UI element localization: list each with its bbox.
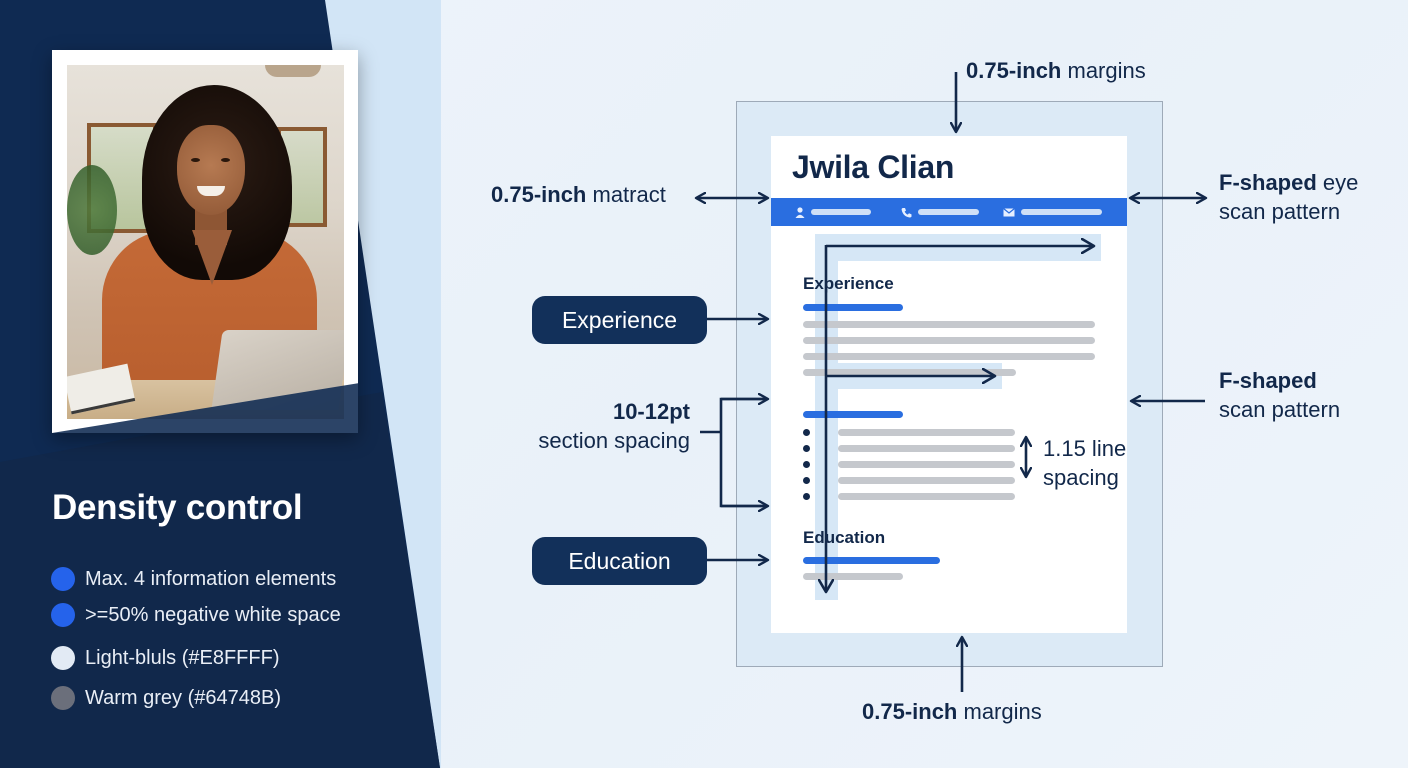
text-line — [838, 445, 1015, 452]
text-line — [803, 573, 903, 580]
text-line — [803, 353, 1095, 360]
bullet-icon — [803, 461, 810, 468]
side-margin-label: 0.75-inch matract — [491, 181, 666, 210]
bullet-icon — [803, 493, 810, 500]
label-bold: F-shaped — [1219, 170, 1317, 195]
legend-item: >=50% negative white space — [51, 603, 341, 627]
label-bold: F-shaped — [1219, 368, 1317, 393]
text-line — [838, 429, 1015, 436]
legend-label: Max. 4 information elements — [85, 567, 337, 590]
legend-label: >=50% negative white space — [85, 603, 341, 626]
grey-dot-icon — [51, 686, 75, 710]
label-line1: 1.15 line — [1043, 436, 1127, 461]
text-line — [803, 369, 1016, 376]
section-heading-experience: Experience — [803, 274, 894, 293]
legend-item: Warm grey (#64748B) — [51, 686, 281, 710]
photo-frame — [52, 50, 358, 433]
phone-icon — [901, 207, 912, 218]
density-control-title: Density control — [52, 488, 303, 527]
label-rest: margins — [957, 699, 1042, 724]
text-line — [803, 321, 1095, 328]
contact-mail — [1003, 198, 1102, 226]
line-spacing-label: 1.15 line spacing — [1043, 435, 1126, 492]
resume-name: Jwila Clian — [792, 149, 955, 185]
legend-label: Warm grey (#64748B) — [85, 686, 281, 709]
mail-icon — [1003, 207, 1015, 216]
top-margin-label: 0.75-inch margins — [966, 57, 1146, 86]
subheading-bar — [803, 411, 903, 418]
subheading-bar — [803, 304, 903, 311]
bullet-icon — [803, 429, 810, 436]
education-pill: Education — [532, 537, 707, 585]
photo-eye — [191, 158, 200, 162]
subheading-bar — [803, 557, 940, 564]
contact-bar — [771, 198, 1127, 226]
experience-pill: Experience — [532, 296, 707, 344]
contact-phone — [901, 198, 979, 226]
photo-smile — [197, 186, 225, 196]
bullet-icon — [803, 445, 810, 452]
label-bold: 10-12pt — [612, 399, 690, 424]
photo-lamp — [265, 65, 321, 77]
text-line — [838, 493, 1015, 500]
label-bold: 0.75-inch — [966, 58, 1062, 83]
photo-eye — [221, 158, 230, 162]
label-line2: spacing — [1043, 464, 1119, 490]
label-line2: scan pattern — [1219, 396, 1341, 422]
label-rest: margins — [1061, 58, 1146, 83]
blue-dot-icon — [51, 567, 75, 591]
blue-dot-icon — [51, 603, 75, 627]
bottom-margin-label: 0.75-inch margins — [862, 698, 1042, 727]
section-heading-education: Education — [803, 528, 886, 547]
label-line2: section spacing — [538, 427, 690, 453]
text-line — [838, 477, 1015, 484]
label-rest: matract — [586, 182, 666, 207]
f-scan-label: F-shaped scan pattern — [1219, 367, 1340, 424]
text-line — [838, 461, 1015, 468]
contact-placeholder-line — [1021, 209, 1102, 215]
text-line — [803, 337, 1095, 344]
bullet-icon — [803, 477, 810, 484]
profile-photo — [67, 65, 344, 419]
label-bold: 0.75-inch — [491, 182, 587, 207]
label-line2: scan pattern — [1219, 198, 1341, 224]
contact-person — [795, 198, 871, 226]
contact-placeholder-line — [811, 209, 871, 215]
legend-item: Max. 4 information elements — [51, 567, 336, 591]
f-eye-scan-label: F-shaped eye scan pattern — [1219, 169, 1358, 226]
label-rest: eye — [1316, 170, 1359, 195]
section-spacing-label: 10-12pt section spacing — [518, 398, 690, 455]
person-icon — [795, 206, 805, 218]
light-blue-dot-icon — [51, 646, 75, 670]
photo-face — [177, 125, 245, 215]
photo-plant — [67, 165, 117, 255]
legend-item: Light-bluls (#E8FFFF) — [51, 646, 280, 670]
f-pattern-middle-highlight — [815, 363, 1002, 389]
contact-placeholder-line — [918, 209, 979, 215]
label-bold: 0.75-inch — [862, 699, 958, 724]
f-pattern-top-highlight — [815, 234, 1101, 261]
legend-label: Light-bluls (#E8FFFF) — [85, 646, 280, 669]
